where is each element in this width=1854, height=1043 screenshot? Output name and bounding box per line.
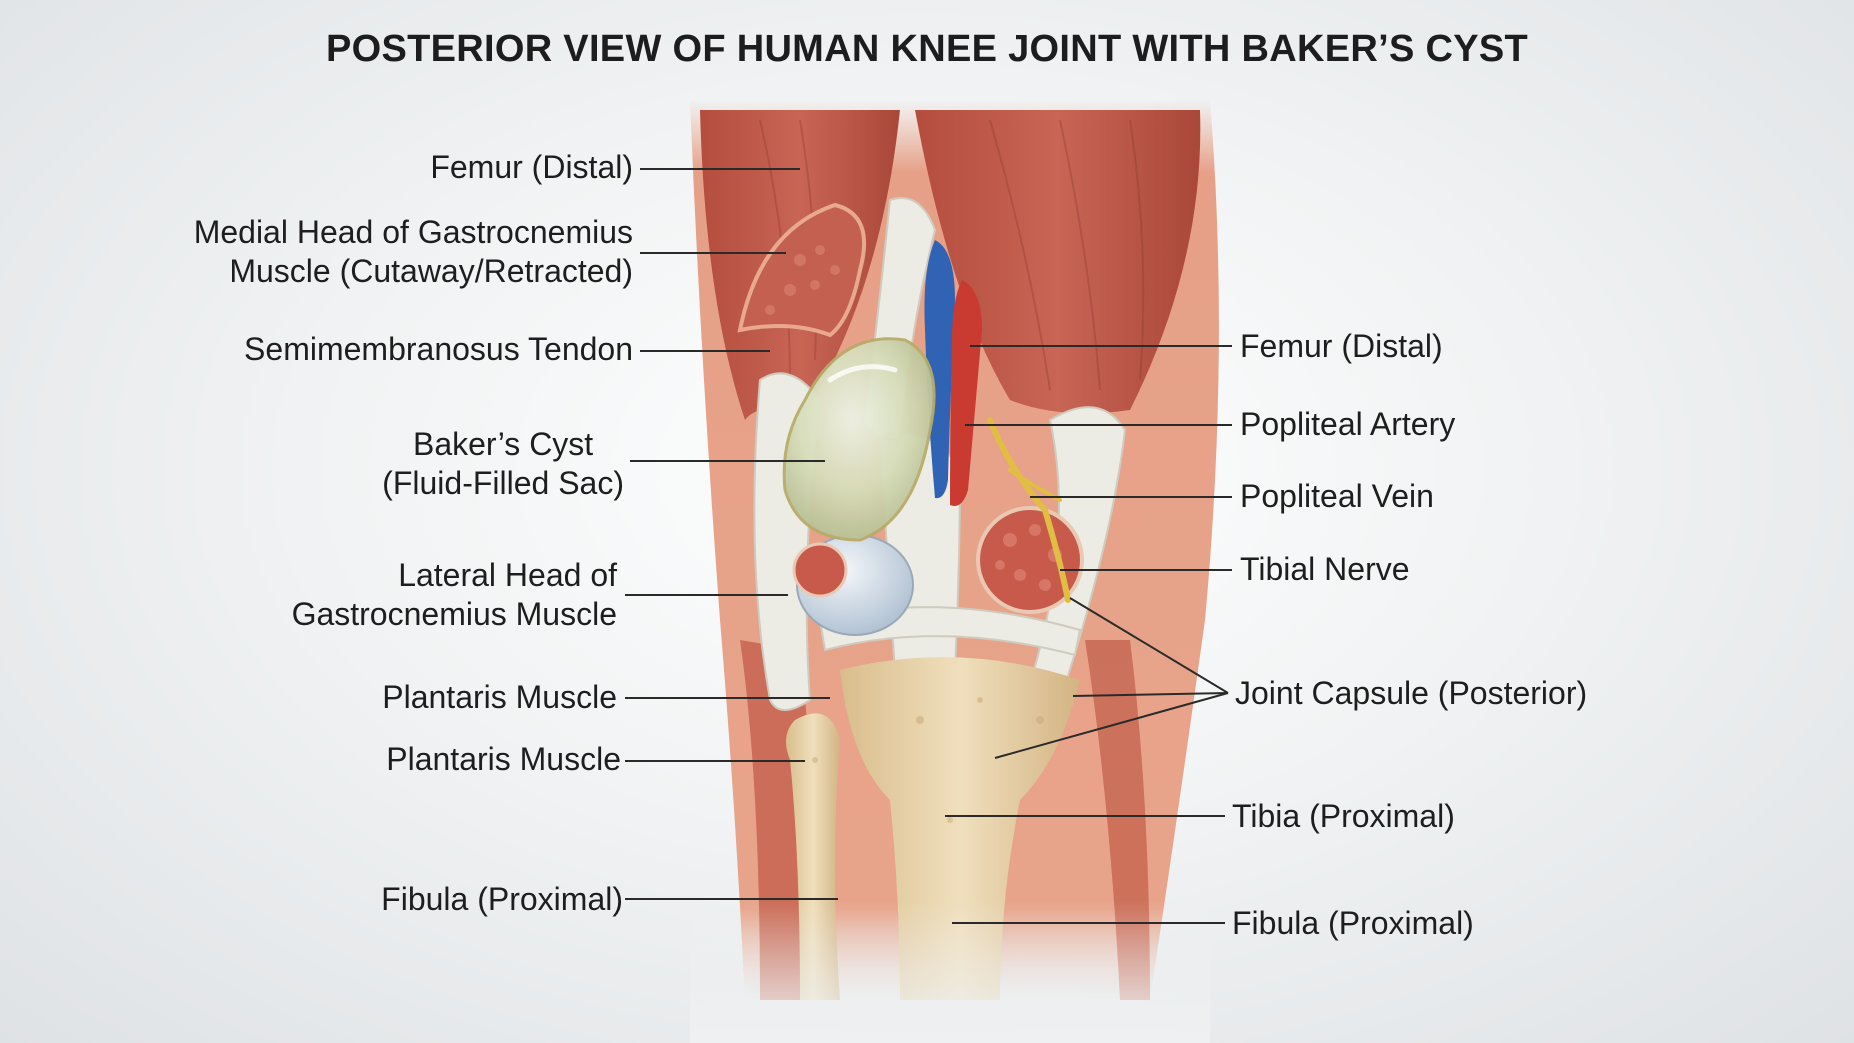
leader-joint-capsule-c [994, 692, 1229, 759]
label-fibula-proximal-left: Fibula (Proximal) [381, 881, 623, 917]
leader-joint-capsule-a [1069, 597, 1229, 694]
label-tibial-nerve: Tibial Nerve [1240, 551, 1410, 587]
tibial-nerve-fiber [987, 417, 1071, 603]
hamstring-muscle-right [915, 110, 1201, 414]
label-femur-distal-left: Femur (Distal) [430, 149, 633, 185]
label-popliteal-vein: Popliteal Vein [1240, 478, 1434, 514]
leader-lines [625, 168, 1232, 924]
leader-joint-capsule-b [1072, 692, 1229, 697]
bakers-cyst-sac [782, 337, 936, 542]
label-medial-head-gastrocnemius: Medial Head of Gastrocnemius Muscle (Cut… [193, 214, 633, 289]
label-popliteal-artery: Popliteal Artery [1240, 406, 1456, 442]
muscle-cross-section-left [792, 542, 848, 598]
label-semimembranosus-tendon: Semimembranosus Tendon [244, 331, 633, 367]
label-fibula-proximal-right: Fibula (Proximal) [1232, 905, 1474, 941]
label-plantaris-muscle-2: Plantaris Muscle [386, 741, 621, 777]
medial-head-cutaway [737, 202, 867, 338]
page-title: POSTERIOR VIEW OF HUMAN KNEE JOINT WITH … [325, 28, 1529, 70]
muscle-cross-section-right [976, 506, 1084, 614]
label-bakers-cyst: Baker’s Cyst (Fluid-Filled Sac) [382, 426, 624, 501]
label-plantaris-muscle-1: Plantaris Muscle [382, 679, 617, 715]
label-lateral-head-gastrocnemius: Lateral Head of Gastrocnemius Muscle [291, 557, 617, 632]
label-femur-distal-right: Femur (Distal) [1240, 328, 1443, 364]
popliteal-vein-vessel [924, 240, 955, 499]
popliteal-artery-vessel [950, 280, 982, 506]
label-tibia-proximal: Tibia (Proximal) [1232, 798, 1455, 834]
label-joint-capsule-posterior: Joint Capsule (Posterior) [1235, 675, 1588, 711]
